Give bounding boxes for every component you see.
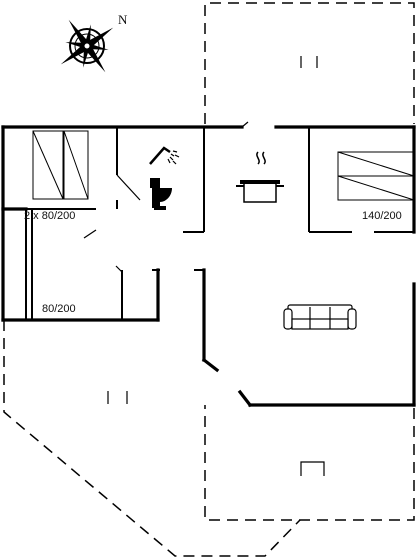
door-swings xyxy=(83,121,249,273)
bed-label-bedroom-2: 140/200 xyxy=(362,210,402,222)
terrace-outline xyxy=(3,2,415,557)
compass-north-label: N xyxy=(118,12,128,27)
shower-icon xyxy=(149,146,180,165)
toilet-icon xyxy=(150,178,172,210)
interior-walls xyxy=(25,127,414,320)
bed-double xyxy=(337,151,415,201)
bed-double-twin xyxy=(32,130,89,200)
walls xyxy=(1,125,416,408)
sofa-icon xyxy=(283,304,357,330)
bed-label-bedroom-1: 2 x 80/200 xyxy=(24,210,75,222)
bed-label-bedroom-3: 80/200 xyxy=(42,303,76,315)
cooking-pot-icon xyxy=(236,151,284,203)
terrace-marker xyxy=(107,56,325,476)
compass-rose-icon xyxy=(60,19,114,73)
